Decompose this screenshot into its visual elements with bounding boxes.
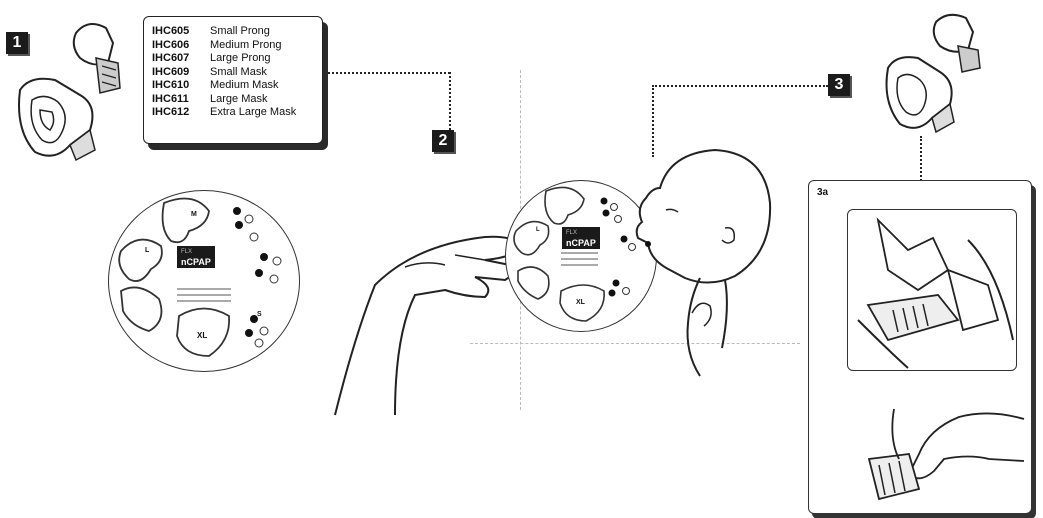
brand-prefix: FLX — [181, 249, 193, 255]
size-legend: IHC605 Small Prong IHC606 Medium Prong IHC… — [143, 16, 323, 144]
connection-detail-frame — [847, 209, 1017, 371]
legend-code: IHC610 — [152, 79, 190, 91]
size-mark: XL — [197, 331, 208, 340]
connector-mask-to-inset — [920, 136, 922, 208]
legend-name: Medium Mask — [210, 79, 279, 91]
legend-code: IHC611 — [152, 92, 189, 105]
step-1-badge: 1 — [6, 32, 28, 54]
size-mark: XL — [576, 299, 585, 306]
step-3a-panel: 3a — [808, 180, 1032, 514]
legend-row: IHC612 Extra Large Mask — [152, 106, 322, 120]
size-mark: L — [145, 247, 150, 254]
gauge-cutouts — [513, 186, 636, 322]
mask-illustration — [885, 56, 955, 134]
legend-row: IHC611 Large Mask — [152, 93, 322, 107]
legend-name: Large Mask — [210, 92, 268, 105]
size-mark: M — [191, 211, 197, 218]
connector-step3-vertical — [652, 85, 654, 157]
hand-illustration — [334, 235, 522, 416]
step-3a-label: 3a — [817, 187, 829, 198]
guide-line-horizontal — [470, 343, 800, 344]
legend-code: IHC607 — [152, 52, 190, 64]
prong-illustration — [72, 23, 121, 94]
gauge-cutouts — [118, 197, 282, 357]
brand-label: FLX nCPAP — [562, 227, 600, 249]
legend-name: Small Prong — [210, 25, 270, 37]
sizing-gauge: FLX nCPAP M L XL S — [108, 190, 300, 372]
legend-name: Medium Prong — [210, 38, 282, 51]
infant-illustration — [635, 148, 772, 377]
legend-code: IHC606 — [152, 38, 190, 51]
brand-label: FLX nCPAP — [177, 246, 215, 268]
legend-name: Extra Large Mask — [210, 106, 297, 118]
legend-name: Large Prong — [210, 52, 271, 64]
legend-row: IHC606 Medium Prong — [152, 39, 322, 53]
mask-illustration — [18, 77, 96, 162]
legend-row: IHC607 Large Prong — [152, 52, 322, 66]
prong-illustration — [932, 13, 981, 73]
step-2-badge: 2 — [432, 130, 454, 152]
legend-code: IHC612 — [152, 106, 190, 118]
connector-legend-to-step2-vertical — [449, 72, 451, 130]
brand-name: nCPAP — [181, 257, 211, 267]
brand-prefix: FLX — [566, 230, 578, 236]
legend-row: IHC609 Small Mask — [152, 66, 322, 80]
legend-row: IHC610 Medium Mask — [152, 79, 322, 93]
connector-assembly-illustration — [857, 217, 1014, 369]
connector-legend-to-step2 — [328, 72, 450, 74]
connector-step3-horizontal — [652, 85, 828, 87]
legend-code: IHC609 — [152, 65, 190, 78]
size-mark: S — [257, 311, 262, 318]
sizing-gauge-in-use: FLX nCPAP L XL — [505, 180, 657, 332]
brand-name: nCPAP — [566, 238, 596, 248]
step-3-badge: 3 — [828, 74, 850, 96]
legend-name: Small Mask — [210, 65, 267, 78]
legend-row: IHC605 Small Prong — [152, 25, 322, 39]
legend-code: IHC605 — [152, 25, 190, 37]
size-mark: L — [536, 227, 540, 233]
hand-connecting-illustration — [867, 408, 1025, 501]
